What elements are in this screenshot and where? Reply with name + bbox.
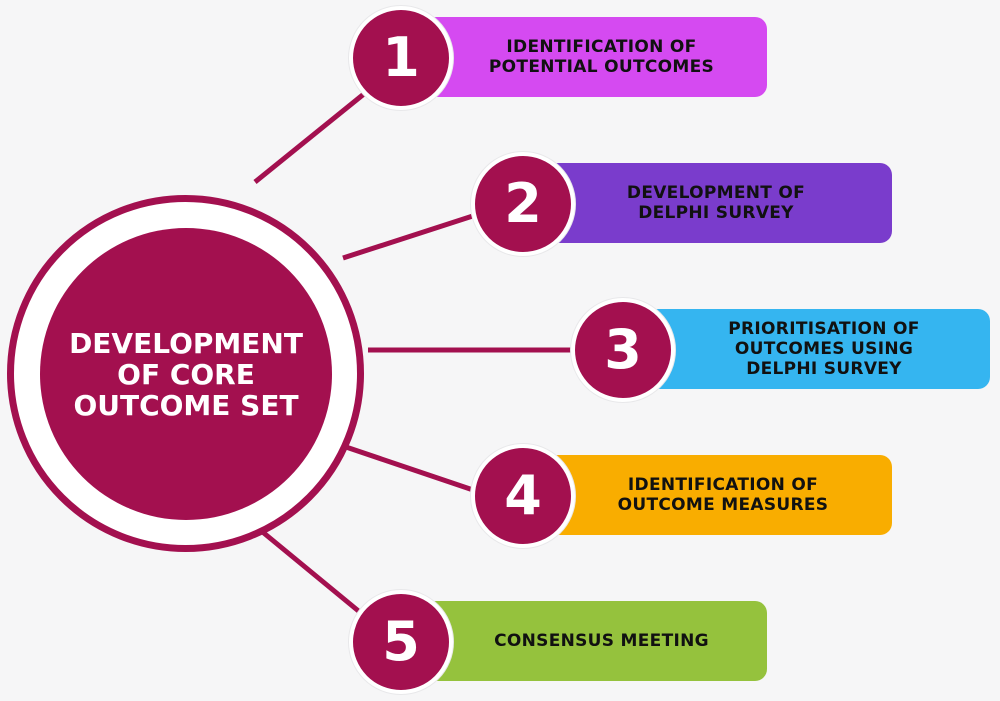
hub-title: DEVELOPMENT OF CORE OUTCOME SET — [69, 326, 303, 422]
step-badge-3: 3 — [571, 298, 675, 402]
step-label-2: DEVELOPMENT OF DELPHI SURVEY — [626, 183, 806, 223]
hub-circle: DEVELOPMENT OF CORE OUTCOME SET — [40, 228, 332, 520]
step-label-3: PRIORITISATION OF OUTCOMES USING DELPHI … — [728, 319, 920, 379]
step-badge-2: 2 — [471, 152, 575, 256]
step-number-5: 5 — [382, 610, 420, 673]
step-number-3: 3 — [604, 318, 642, 381]
step-bar-4: IDENTIFICATION OF OUTCOME MEASURES — [520, 455, 892, 535]
step-bar-5: CONSENSUS MEETING — [400, 601, 767, 681]
step-badge-5: 5 — [349, 590, 453, 694]
step-label-5: CONSENSUS MEETING — [494, 631, 709, 651]
step-label-1: IDENTIFICATION OF POTENTIAL OUTCOMES — [488, 37, 715, 77]
step-badge-1: 1 — [349, 6, 453, 110]
connector-5 — [246, 518, 369, 620]
step-badge-4: 4 — [471, 444, 575, 548]
step-bar-2: DEVELOPMENT OF DELPHI SURVEY — [520, 163, 892, 243]
step-label-4: IDENTIFICATION OF OUTCOME MEASURES — [617, 475, 829, 515]
step-number-4: 4 — [504, 464, 542, 527]
connector-2 — [342, 210, 483, 261]
step-bar-1: IDENTIFICATION OF POTENTIAL OUTCOMES — [400, 17, 767, 97]
step-bar-3: PRIORITISATION OF OUTCOMES USING DELPHI … — [622, 309, 990, 389]
connector-1 — [253, 83, 377, 184]
step-number-2: 2 — [504, 172, 542, 235]
connector-4 — [342, 443, 483, 496]
step-number-1: 1 — [382, 26, 420, 89]
